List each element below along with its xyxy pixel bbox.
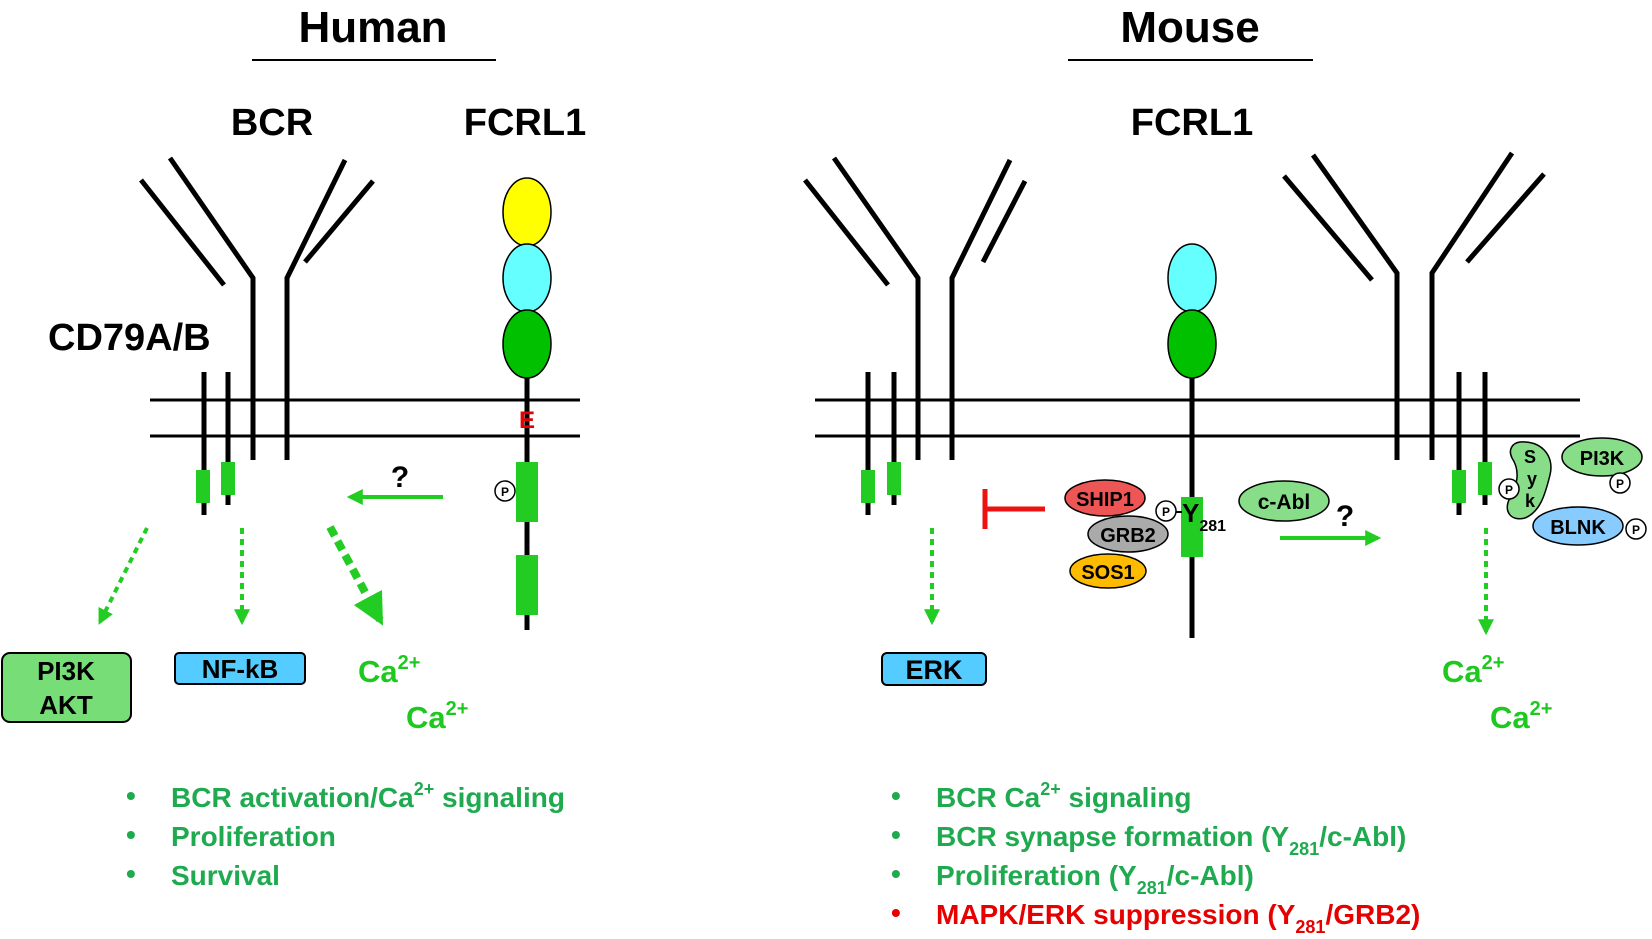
- mouse-syk-phospho-circle: [1498, 478, 1520, 500]
- mouse-fcrl1-receptor: [1167, 243, 1217, 638]
- mouse-syk: S y k: [1506, 441, 1552, 520]
- mouse-sos1-label: SOS1: [1081, 562, 1134, 584]
- mouse-pi3k-oval: [1561, 437, 1643, 477]
- human-ca-dotted-arrow: [326, 525, 384, 626]
- mouse-ship1-oval: [1064, 479, 1146, 517]
- human-fcrl1-label: FCRL1: [464, 102, 586, 144]
- mouse-bullet-1: BCR Ca2+ signaling: [936, 779, 1191, 813]
- human-e-residue: E: [519, 407, 535, 434]
- mouse-grb2-oval: [1087, 515, 1169, 553]
- human-bcr-label: BCR: [231, 102, 313, 144]
- human-akt-label: AKT: [39, 690, 93, 720]
- mouse-sos1-oval: [1069, 553, 1147, 589]
- mouse-bullet-dot-2: •: [891, 819, 901, 850]
- human-cd79b-itam: [221, 462, 235, 495]
- mouse-left-cd79b-itam: [887, 462, 901, 495]
- mouse-cabl-oval: [1238, 480, 1330, 522]
- mouse-y281-phospho-label: P: [1162, 505, 1170, 519]
- human-phospho-circle: [494, 480, 516, 502]
- mouse-cd79-chains-right: [1452, 372, 1492, 515]
- human-pi3k-akt-box: [1, 652, 132, 723]
- mouse-blnk-oval: [1532, 506, 1624, 546]
- mouse-inhibition-symbol: [982, 489, 1045, 529]
- mouse-bullet-3: Proliferation (Y281/c-Abl): [936, 860, 1254, 898]
- mouse-bullet-4: MAPK/ERK suppression (Y281/GRB2): [936, 899, 1420, 937]
- human-cd79a-itam: [196, 470, 210, 503]
- mouse-blnk-phospho-circle: [1625, 518, 1647, 540]
- human-pi3k-label: PI3K: [37, 656, 95, 686]
- human-fcrl1-receptor: E P: [494, 177, 552, 630]
- mouse-ca-1: Ca2+: [1442, 652, 1504, 689]
- mouse-left-cd79a-itam: [861, 470, 875, 503]
- mouse-panel: Mouse FCRL1: [803, 3, 1647, 937]
- human-fcrl1-ig-domain-2: [502, 243, 552, 313]
- mouse-blnk-phospho-label: P: [1632, 523, 1640, 537]
- mouse-bullet-dot-4: •: [891, 897, 901, 928]
- human-cd79-label: CD79A/B: [48, 317, 211, 359]
- human-bullet-dot-1: •: [126, 780, 136, 811]
- human-phospho-label: P: [501, 485, 509, 499]
- human-question-mark: ?: [391, 461, 409, 494]
- mouse-question-mark: ?: [1336, 500, 1354, 533]
- human-bullet-dot-2: •: [126, 819, 136, 850]
- human-cd79-chains: [196, 372, 235, 515]
- human-nfkb-box: [174, 652, 306, 685]
- mouse-y281-label: Y281: [1182, 498, 1226, 535]
- mouse-blnk-label: BLNK: [1550, 517, 1606, 539]
- mouse-ship1-label: SHIP1: [1076, 489, 1134, 511]
- human-bullets: • BCR activation/Ca2+ signaling • Prolif…: [126, 779, 565, 891]
- mouse-ca-2: Ca2+: [1490, 698, 1552, 735]
- mouse-bullets: • BCR Ca2+ signaling • BCR synapse forma…: [891, 779, 1420, 937]
- mouse-right-cd79a-itam: [1452, 470, 1466, 503]
- mouse-title: Mouse: [1120, 3, 1259, 52]
- human-bullet-2: Proliferation: [171, 821, 336, 852]
- human-fcrl1-itim-2: [516, 555, 538, 615]
- mouse-fcrl1-label: FCRL1: [1131, 102, 1253, 144]
- mouse-cd79-chains-left: [861, 372, 901, 515]
- human-bcr-receptor: [139, 156, 375, 460]
- mouse-syk-y: y: [1527, 469, 1537, 489]
- mouse-syk-phospho-label: P: [1505, 483, 1513, 497]
- mouse-grb2-label: GRB2: [1100, 525, 1156, 547]
- human-pi3k-dotted-arrow: [98, 527, 149, 625]
- human-title: Human: [298, 3, 447, 52]
- mouse-bullet-2: BCR synapse formation (Y281/c-Abl): [936, 821, 1406, 859]
- mouse-bcr-receptor-right: [1282, 151, 1546, 460]
- human-ca-1: Ca2+: [358, 652, 420, 689]
- mouse-erk-box: [881, 652, 987, 686]
- mouse-pi3k-label: PI3K: [1580, 448, 1625, 470]
- human-fcrl1-ig-domain-1: [502, 177, 552, 247]
- human-bullet-dot-3: •: [126, 858, 136, 889]
- human-ca-2: Ca2+: [406, 698, 468, 735]
- human-fcrl1-itim-1: [516, 462, 538, 522]
- mouse-cabl-label: c-Abl: [1258, 491, 1311, 514]
- mouse-erk-label: ERK: [905, 655, 963, 685]
- mouse-pi3k-phospho-circle: [1609, 472, 1631, 494]
- human-fcrl1-ig-domain-3: [502, 309, 552, 379]
- mouse-syk-s: S: [1524, 447, 1536, 467]
- mouse-pi3k-phospho-label: P: [1616, 477, 1624, 491]
- mouse-fcrl1-itim: [1181, 497, 1203, 557]
- mouse-bullet-dot-1: •: [891, 780, 901, 811]
- mouse-bullet-dot-3: •: [891, 858, 901, 889]
- mouse-fcrl1-ig-domain-2: [1167, 309, 1217, 379]
- mouse-right-cd79b-itam: [1478, 462, 1492, 495]
- mouse-fcrl1-ig-domain-1: [1167, 243, 1217, 313]
- human-panel: Human BCR FCRL1 CD79A/B E: [1, 3, 586, 891]
- human-nfkb-label: NF-kB: [202, 654, 279, 684]
- mouse-bcr-receptor-left: [803, 156, 1028, 460]
- mouse-syk-k: k: [1525, 491, 1536, 511]
- human-bullet-1: BCR activation/Ca2+ signaling: [171, 779, 565, 813]
- human-bullet-3: Survival: [171, 860, 280, 891]
